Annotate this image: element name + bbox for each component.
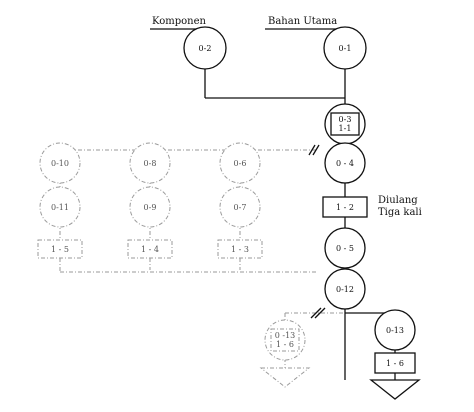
operation-0-12-label: 0-12 — [336, 285, 354, 294]
operation-0-9 — [129, 186, 171, 228]
komponen-label: Komponen — [152, 16, 206, 27]
operation-0-5-label: 0 - 5 — [336, 244, 354, 253]
operation-0-11 — [39, 186, 81, 228]
inspection-1-3-label: 1 - 3 — [231, 245, 249, 254]
operation-0-6 — [219, 142, 261, 184]
operation-0-13 — [374, 309, 416, 351]
combined-top-label: 0-3 — [339, 115, 352, 124]
storage-triangle — [369, 379, 421, 400]
inspection-1-4 — [127, 239, 173, 259]
inspection-1-2-label: 1 - 2 — [336, 203, 354, 212]
break-mark-top-1 — [308, 144, 316, 156]
alt-combined-top-label: 0 -13 — [275, 331, 296, 340]
operation-0-7 — [219, 186, 261, 228]
operation-0-5 — [324, 227, 366, 269]
operation-0-8 — [129, 142, 171, 184]
break-mark-top-2 — [312, 144, 320, 156]
operation-0-4 — [324, 142, 366, 184]
operation-0-8-label: 0-8 — [144, 159, 157, 168]
operation-0-10-label: 0-10 — [51, 159, 69, 168]
operation-0-9-label: 0-9 — [144, 203, 157, 212]
inspection-1-6 — [374, 352, 416, 374]
inspection-1-5-label: 1 - 5 — [51, 245, 69, 254]
inspection-1-5 — [37, 239, 83, 259]
alt-combined-bottom-label: 1 - 6 — [276, 340, 294, 349]
combined-inspection-1-1 — [330, 112, 360, 136]
operation-0-7-label: 0-7 — [234, 203, 247, 212]
operation-0-12 — [324, 268, 366, 310]
repeat-note-line2: Tiga kali — [378, 207, 422, 218]
bahan-utama-label: Bahan Utama — [268, 16, 337, 27]
operation-0-2 — [183, 26, 227, 70]
operation-0-1-label: 0-1 — [339, 44, 352, 53]
operation-0-11-label: 0-11 — [51, 203, 69, 212]
inspection-1-2 — [322, 196, 368, 218]
repeat-note-line1: Diulang — [378, 195, 418, 206]
alt-storage-triangle — [259, 367, 311, 388]
operation-0-13-label: 0-13 — [386, 326, 404, 335]
alt-combined-inspection-1-6 — [270, 328, 300, 352]
combined-bottom-label: 1-1 — [339, 124, 352, 133]
operation-0-6-label: 0-6 — [234, 159, 247, 168]
operation-0-4-label: 0 - 4 — [336, 159, 354, 168]
inspection-1-6-label: 1 - 6 — [386, 359, 404, 368]
operation-0-2-label: 0-2 — [199, 44, 212, 53]
operation-0-10 — [39, 142, 81, 184]
operation-0-1 — [323, 26, 367, 70]
break-mark-bottom-1 — [310, 307, 322, 319]
inspection-1-4-label: 1 - 4 — [141, 245, 159, 254]
inspection-1-3 — [217, 239, 263, 259]
break-mark-bottom-2 — [314, 307, 326, 319]
